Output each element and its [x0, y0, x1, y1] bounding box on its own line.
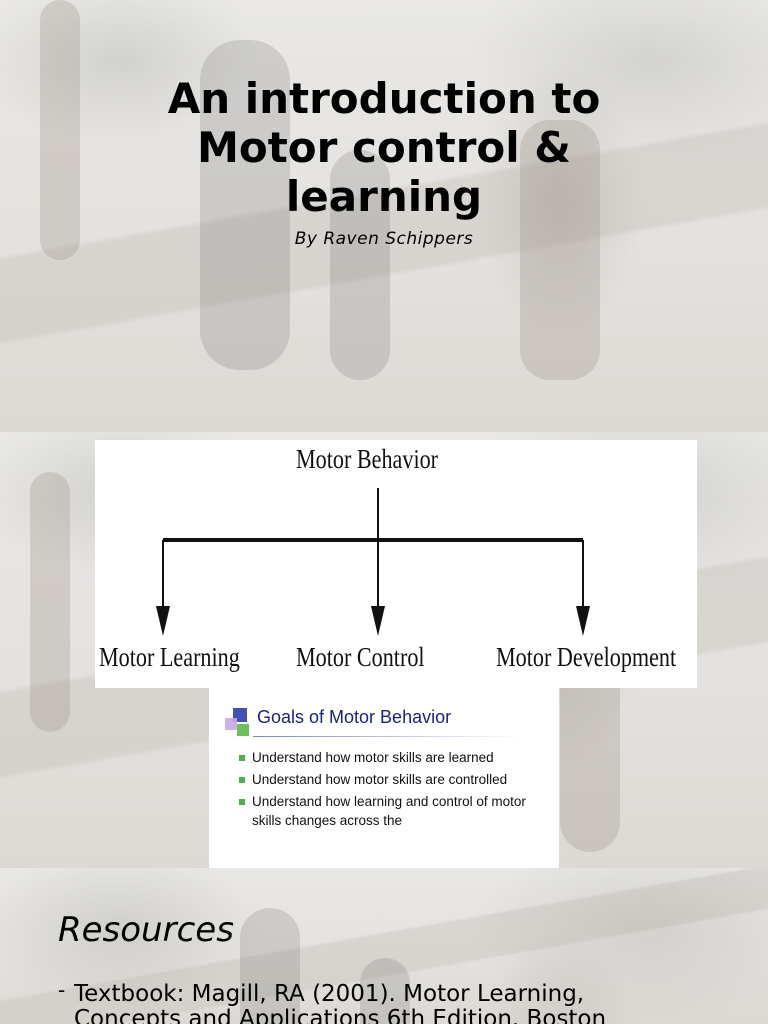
title-line: learning [285, 172, 483, 221]
presentation-title: An introduction to Motor control & learn… [0, 74, 768, 221]
goals-slide-thumbnail: Goals of Motor Behavior Understand how m… [209, 688, 559, 868]
resources-slide: Resources - Textbook: Magill, RA (2001).… [0, 868, 768, 1024]
square-bullet-icon [239, 777, 245, 783]
diagram-connectors [156, 488, 590, 636]
square-bullet-icon [239, 755, 245, 761]
list-dash: - [58, 978, 66, 1002]
arrowhead-center [371, 606, 385, 636]
diagram-child-label: Motor Development [496, 642, 677, 672]
goals-list-item: Understand how motor skills are controll… [239, 770, 539, 789]
goals-list-item: Understand how learning and control of m… [239, 792, 539, 830]
goals-item-text: Understand how motor skills are controll… [252, 772, 508, 787]
diagram-child-label: Motor Learning [99, 642, 240, 672]
goals-title: Goals of Motor Behavior [257, 707, 452, 727]
squares-logo-icon [225, 708, 249, 736]
background-runner [240, 908, 300, 1024]
arrowhead-left [156, 606, 170, 636]
goals-list-item: Understand how motor skills are learned [239, 748, 539, 767]
background-tree [30, 472, 70, 732]
goals-item-text: Understand how motor skills are learned [252, 750, 494, 765]
title-slide: An introduction to Motor control & learn… [0, 0, 768, 432]
square-bullet-icon [239, 799, 245, 805]
resources-heading: Resources [58, 910, 234, 950]
diagram-root-label: Motor Behavior [296, 444, 439, 474]
background-photo [0, 868, 768, 1024]
background-runner [330, 150, 390, 380]
motor-behavior-slide: Motor Behavior Motor Learning Motor Cont… [0, 432, 768, 868]
diagram-child-label: Motor Control [296, 642, 425, 672]
background-runner [360, 958, 410, 1024]
arrowhead-right [576, 606, 590, 636]
goals-list: Understand how motor skills are learned … [239, 748, 539, 833]
title-divider [253, 736, 523, 737]
background-tree [520, 120, 600, 380]
author-subtitle: By Raven Schippers [294, 229, 474, 249]
background-tree [40, 0, 80, 260]
background-photo [0, 0, 768, 432]
title-line: Motor control & [197, 123, 571, 172]
resource-list-item: - Textbook: Magill, RA (2001). Motor Lea… [58, 978, 678, 1024]
motor-behavior-diagram: Motor Behavior Motor Learning Motor Cont… [95, 440, 697, 688]
goals-item-text: Understand how learning and control of m… [252, 794, 526, 828]
resource-text: Textbook: Magill, RA (2001). Motor Learn… [74, 981, 607, 1024]
title-line: An introduction to [167, 74, 601, 123]
background-runner [200, 40, 290, 370]
